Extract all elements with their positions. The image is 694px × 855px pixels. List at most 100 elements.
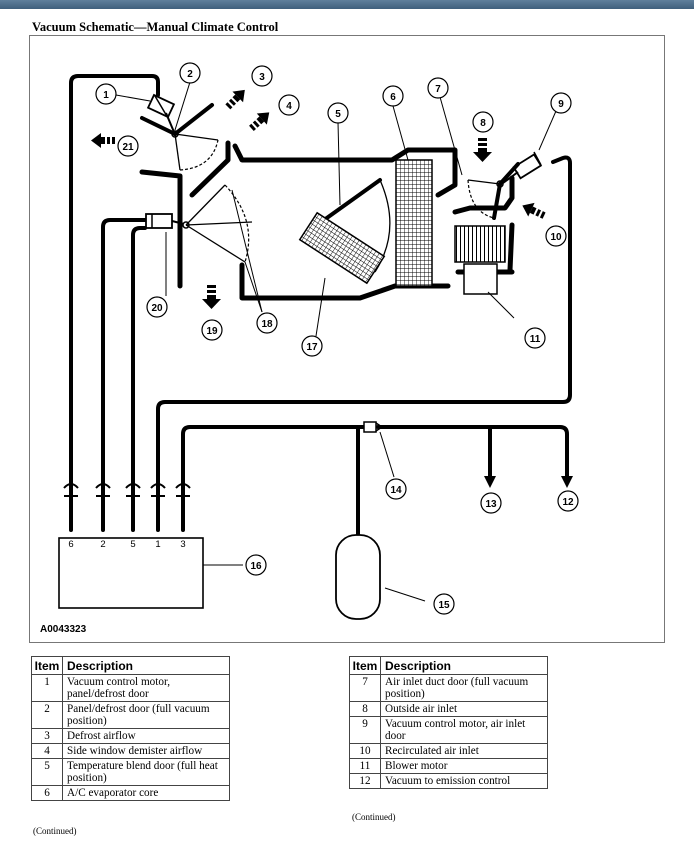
svg-text:4: 4 [286, 101, 292, 112]
callouts: 1 2 3 4 5 6 7 8 9 10 11 12 13 14 15 16 1… [95, 62, 579, 615]
callout-20: 20 [146, 296, 168, 318]
item-description: Panel/defrost door (full vacuum position… [62, 701, 230, 729]
svg-text:6: 6 [390, 92, 396, 103]
panel-defrost-door [140, 103, 219, 171]
callout-10: 10 [545, 225, 567, 247]
item-description: Outside air inlet [380, 701, 548, 717]
item-number: 4 [31, 743, 63, 759]
side-window-airflow-arrow [249, 112, 270, 132]
svg-text:17: 17 [306, 342, 318, 353]
vacuum-motor-20 [145, 213, 190, 229]
svg-text:15: 15 [438, 600, 450, 611]
svg-text:2: 2 [187, 69, 193, 80]
callout-21: 21 [117, 135, 139, 157]
blower-wheel [454, 225, 506, 263]
item-number: 6 [31, 785, 63, 801]
callout-9: 9 [550, 92, 572, 114]
vacuum-lines [69, 74, 572, 540]
arrow-12-head [561, 476, 573, 488]
port-label: 6 [68, 539, 73, 550]
callout-14: 14 [385, 478, 407, 500]
heater-core [298, 211, 386, 285]
port-label: 1 [155, 539, 160, 550]
callout-leaders [115, 81, 557, 602]
svg-text:3: 3 [259, 72, 265, 83]
callout-8: 8 [472, 111, 494, 133]
callout-11: 11 [524, 327, 546, 349]
item-description: Vacuum to emission control [380, 773, 548, 789]
vacuum-schematic-diagram: 6 2 5 1 3 1 2 3 4 5 6 7 8 9 10 11 12 13 [40, 62, 579, 635]
callout-5: 5 [327, 102, 349, 124]
item-description: Air inlet duct door (full vacuum positio… [380, 674, 548, 702]
item-number: 10 [349, 743, 381, 759]
item-description: A/C evaporator core [62, 785, 230, 801]
page-title: Vacuum Schematic—Manual Climate Control [32, 20, 279, 34]
function-selector-switch [58, 537, 204, 609]
item-number: 11 [349, 758, 381, 774]
check-valve [363, 421, 384, 433]
svg-text:10: 10 [550, 232, 562, 243]
callout-13: 13 [480, 492, 502, 514]
item-description: Temperature blend door (full heat positi… [62, 758, 230, 786]
header-description: Description [380, 656, 548, 675]
item-number: 9 [349, 716, 381, 744]
airflow-arrows [91, 89, 546, 309]
item-number: 5 [31, 758, 63, 786]
svg-text:8: 8 [480, 118, 486, 129]
svg-text:20: 20 [151, 303, 163, 314]
callout-12: 12 [557, 490, 579, 512]
header-item: Item [31, 656, 63, 675]
selector-port-labels: 6 2 5 1 3 [68, 539, 185, 550]
svg-text:21: 21 [122, 142, 134, 153]
window-top-bar [0, 0, 694, 9]
callout-16: 16 [245, 554, 267, 576]
svg-text:16: 16 [250, 561, 262, 572]
svg-text:14: 14 [390, 485, 402, 496]
svg-text:18: 18 [261, 319, 273, 330]
blower-motor [463, 263, 498, 295]
svg-text:5: 5 [335, 109, 341, 120]
continued-note-right: (Continued) [352, 812, 396, 822]
vacuum-reservoir [335, 534, 381, 620]
item-number: 12 [349, 773, 381, 789]
line-fittings [63, 483, 191, 497]
svg-text:11: 11 [530, 334, 541, 345]
defrost-airflow-arrow [225, 89, 245, 110]
callout-4: 4 [278, 94, 300, 116]
item-number: 2 [31, 701, 63, 729]
table-header-row: Item Description [349, 656, 548, 675]
item-description: Blower motor [380, 758, 548, 774]
item-number: 1 [31, 674, 63, 702]
callout-17: 17 [301, 335, 323, 357]
item-number: 8 [349, 701, 381, 717]
item-description: Vacuum control motor, air inlet door [380, 716, 548, 744]
item-description: Side window demister airflow [62, 743, 230, 759]
svg-text:13: 13 [485, 499, 497, 510]
port-label: 3 [180, 539, 185, 550]
port-label: 2 [100, 539, 105, 550]
callout-19: 19 [201, 319, 223, 341]
svg-text:19: 19 [206, 326, 218, 337]
item-description: Vacuum control motor, panel/defrost door [62, 674, 230, 702]
callout-6: 6 [382, 85, 404, 107]
item-description: Defrost airflow [62, 728, 230, 744]
port-label: 5 [130, 539, 135, 550]
callout-7: 7 [427, 77, 449, 99]
vacuum-motor-panel-defrost [146, 93, 179, 138]
recirculated-air-arrow [522, 202, 546, 219]
callout-3: 3 [251, 65, 273, 87]
item-number: 7 [349, 674, 381, 702]
svg-text:12: 12 [562, 497, 574, 508]
